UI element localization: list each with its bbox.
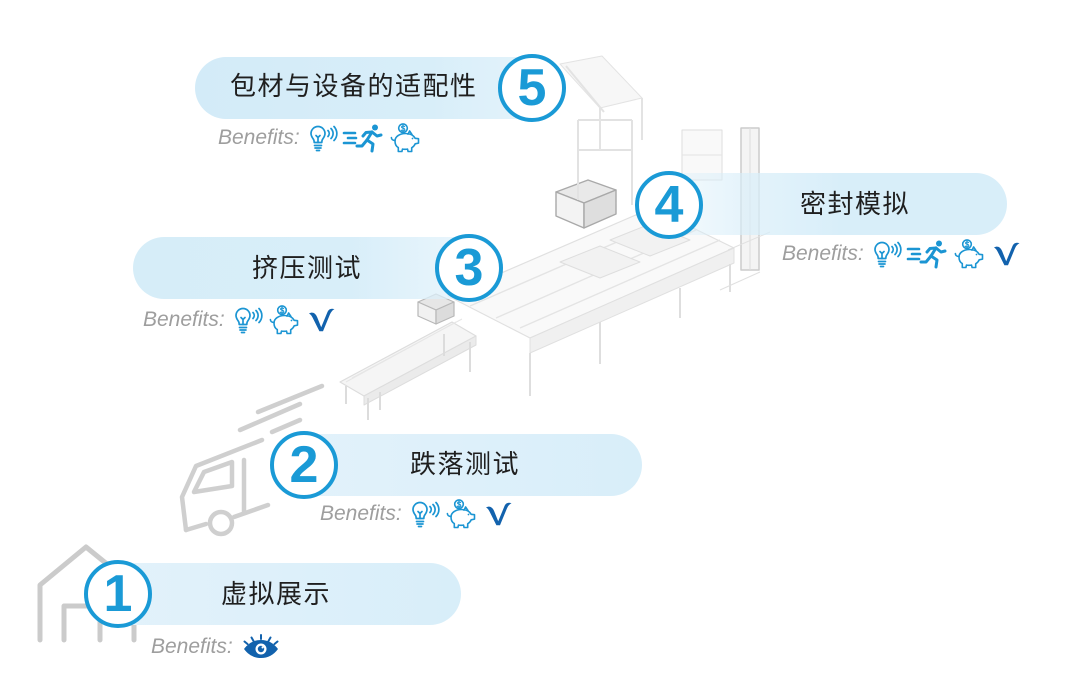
carton-box: [555, 179, 617, 229]
house-icon: [37, 544, 137, 643]
small-carton: [417, 293, 455, 325]
truck-wheel: [207, 509, 235, 537]
packaging-line-illustration: [339, 55, 771, 420]
truck-icon: [179, 383, 325, 537]
speed-lines: [237, 383, 325, 435]
